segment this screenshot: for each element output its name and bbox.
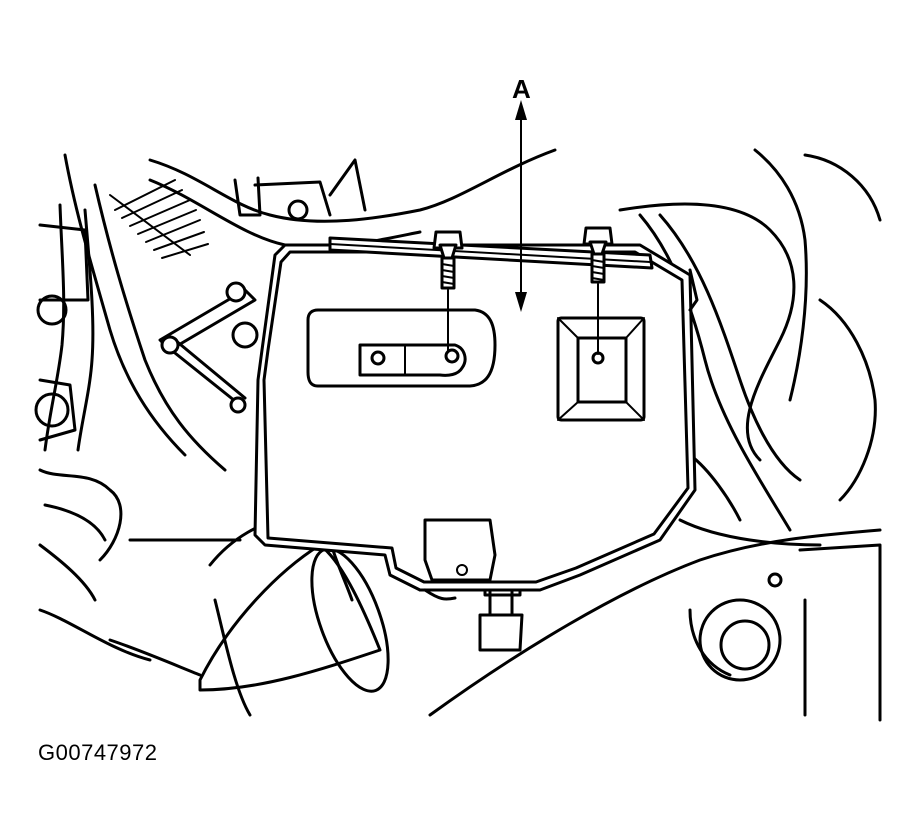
figure-id: G00747972: [38, 740, 158, 765]
cover-panel: [253, 243, 697, 601]
engine-background: [34, 148, 882, 722]
callout-label-a: A: [512, 74, 531, 104]
callout-a-arrow: [515, 100, 527, 312]
bolt-right: [582, 226, 614, 355]
bolt-left: [432, 230, 464, 353]
corrugated-boot: [109, 179, 209, 259]
